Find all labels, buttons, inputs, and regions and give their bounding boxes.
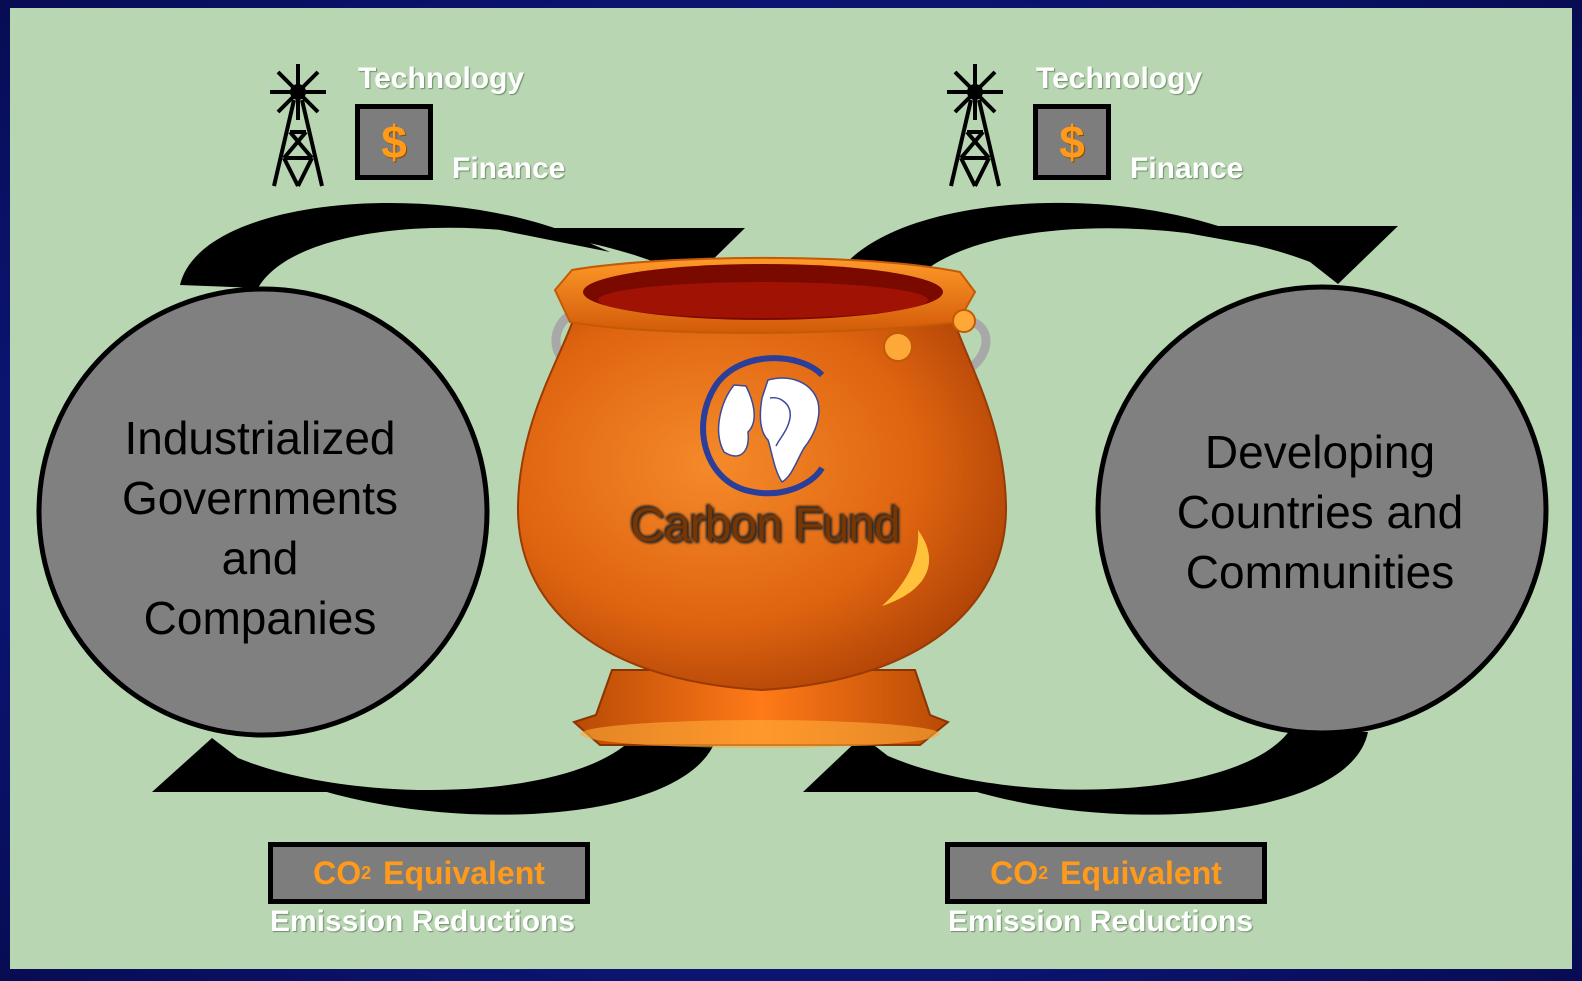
left-party-line: Governments xyxy=(121,472,399,524)
left-party-line: and xyxy=(221,532,299,584)
dollar-icon: $ xyxy=(355,104,433,180)
co2-text: CO xyxy=(990,854,1039,891)
left-party-line: Companies xyxy=(143,592,377,644)
dollar-symbol: $ xyxy=(1059,116,1085,168)
finance-label: Finance xyxy=(1130,152,1244,185)
carbon-fund-label: Carbon Fund xyxy=(630,499,900,552)
equivalent-text: Equivalent xyxy=(383,854,545,891)
finance-label: Finance xyxy=(452,152,566,185)
cauldron-icon xyxy=(516,256,1008,748)
right-party-line: Countries and xyxy=(1176,486,1464,538)
emission-reductions-label: Emission Reductions xyxy=(948,905,1254,938)
right-party-line: Communities xyxy=(1185,546,1455,598)
curved-arrow-icon xyxy=(180,202,745,288)
equivalent-text: Equivalent xyxy=(1060,854,1222,891)
right-party-line: Developing xyxy=(1204,426,1436,478)
co2-text: CO xyxy=(313,854,362,891)
co2-subscript: 2 xyxy=(361,862,372,883)
windmill-icon xyxy=(947,64,1003,187)
left-party-line: Industrialized xyxy=(124,412,396,464)
right-party-label: Developing Countries and Communities xyxy=(1130,422,1510,602)
technology-label: Technology xyxy=(358,62,525,95)
co2-subscript: 2 xyxy=(1038,862,1049,883)
curved-arrow-icon xyxy=(803,730,1368,815)
windmill-icon xyxy=(270,64,326,187)
curved-arrow-icon xyxy=(832,202,1398,288)
dollar-symbol: $ xyxy=(381,116,407,168)
emission-reductions-label: Emission Reductions xyxy=(270,905,576,938)
curved-arrow-icon xyxy=(152,730,718,815)
left-party-label: Industrialized Governments and Companies xyxy=(80,408,440,648)
globe-logo-icon xyxy=(700,355,825,497)
dollar-icon: $ xyxy=(1033,104,1111,180)
technology-label: Technology xyxy=(1036,62,1203,95)
left-party-circle xyxy=(36,286,490,738)
